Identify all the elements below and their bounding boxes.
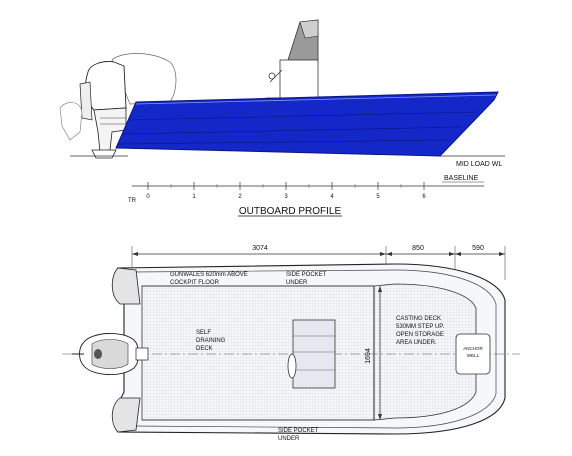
- note-self-draining: SELF: [196, 330, 211, 336]
- outboard-motor-plan: [72, 333, 149, 375]
- cockpit-deck: [141, 285, 375, 421]
- casting-deck: [373, 283, 477, 421]
- note-self-draining-line3: DECK: [196, 346, 213, 352]
- dimension-beam: 1694: [365, 348, 372, 364]
- station-label: 4: [330, 194, 334, 200]
- outboard-motor: [59, 53, 177, 159]
- station-label: 0: [146, 194, 150, 200]
- station-label: 2: [238, 194, 242, 200]
- note-self-draining-line2: DRAINING: [196, 338, 226, 344]
- hull-sheer-line: [135, 94, 497, 105]
- dimension-length-cockpit: 3074: [252, 245, 268, 252]
- helm-seat: [287, 353, 297, 379]
- hull-strake-3: [117, 139, 449, 145]
- note-casting-deck: CASTING DECK: [396, 316, 441, 322]
- starboard-transom-pod: [111, 397, 141, 433]
- note-casting-deck-line4: AREA UNDER.: [396, 340, 437, 346]
- profile-title: OUTBOARD PROFILE: [239, 206, 342, 217]
- baseline-label: BASELINE: [444, 175, 479, 182]
- station-label: 3: [284, 194, 288, 200]
- anchor-well: [455, 333, 491, 375]
- dimension-length-bow: 590: [472, 245, 484, 252]
- waterline-label: MID LOAD WL: [456, 161, 502, 168]
- station-ticks: 0 1 2 3 4 5 6: [146, 182, 426, 200]
- note-anchor-well-line2: WELL: [467, 353, 480, 358]
- port-transom-pod: [111, 267, 141, 305]
- note-gunwales-line2: COCKPIT FLOOR: [170, 280, 220, 286]
- centre-console-box: [292, 319, 336, 389]
- station-label: 1: [192, 194, 196, 200]
- hull-strake-1: [127, 111, 479, 121]
- gunwale-inner-line: [131, 269, 497, 429]
- station-origin-label: TR: [128, 198, 137, 204]
- note-gunwales: GUNWALES 620mm ABOVE: [170, 272, 248, 278]
- station-label: 6: [422, 194, 426, 200]
- hull-strake-2: [121, 126, 463, 135]
- note-side-pocket-top-line2: UNDER: [286, 280, 308, 286]
- dimension-length-casting-deck: 850: [412, 245, 424, 252]
- console-windscreen: [266, 19, 322, 99]
- note-casting-deck-line3: OPEN STORAGE: [396, 332, 444, 338]
- note-anchor-well: ANCHOR: [463, 346, 483, 351]
- note-casting-deck-line2: 530MM STEP UP.: [396, 324, 444, 330]
- station-label: 5: [376, 194, 380, 200]
- note-side-pocket-top: SIDE POCKET: [286, 272, 327, 278]
- hull-side-profile: [115, 91, 499, 157]
- note-side-pocket-bottom: SIDE POCKET: [278, 428, 319, 434]
- note-side-pocket-bottom-line2: UNDER: [278, 436, 300, 442]
- plan-view: 3074 850 590 1694: [62, 245, 520, 442]
- outboard-profile-view: MID LOAD WL BASELINE 0 1 2 3 4 5 6 TR OUTBOARD…: [59, 19, 505, 217]
